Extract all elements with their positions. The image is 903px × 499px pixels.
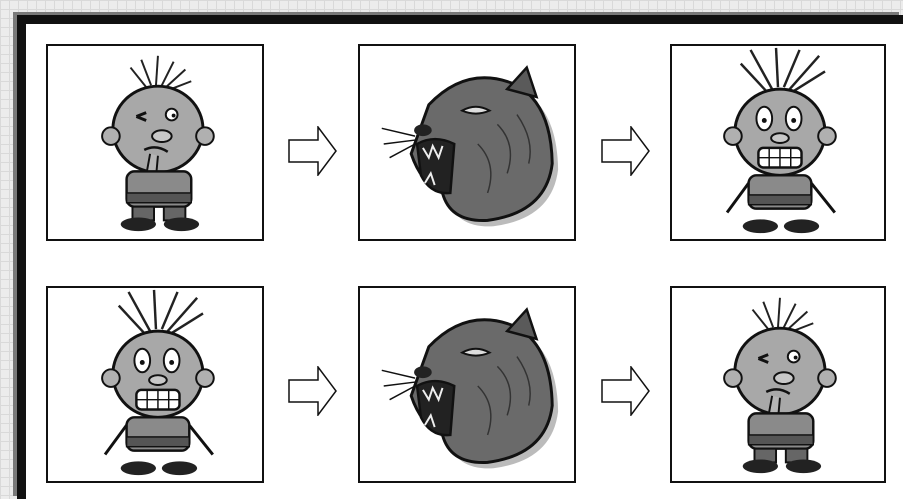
- scared-boy-icon: [723, 47, 837, 234]
- right-outline-arrow-icon: [601, 126, 650, 176]
- scared-boy-icon: [101, 289, 215, 476]
- right-outline-arrow-icon: [288, 126, 337, 176]
- arrow-right-row2-a: [288, 366, 338, 416]
- calm-boy-icon: [101, 55, 215, 232]
- panel-panther-row1: [358, 44, 576, 241]
- right-outline-arrow-icon: [601, 366, 650, 416]
- panther-head-icon: [381, 307, 559, 469]
- panel-panther-row2: [358, 286, 576, 483]
- panel-boy-scared-row1: [670, 44, 886, 241]
- right-outline-arrow-icon: [288, 366, 337, 416]
- panther-head-icon: [381, 65, 559, 227]
- calm-boy-icon: [723, 297, 837, 474]
- arrow-right-row1-b: [601, 126, 651, 176]
- panel-boy-calm-row2: [670, 286, 886, 483]
- panel-boy-calm-row1: [46, 44, 264, 241]
- panel-boy-scared-row2: [46, 286, 264, 483]
- arrow-right-row1-a: [288, 126, 338, 176]
- diagram-frame: [17, 15, 903, 499]
- arrow-right-row2-b: [601, 366, 651, 416]
